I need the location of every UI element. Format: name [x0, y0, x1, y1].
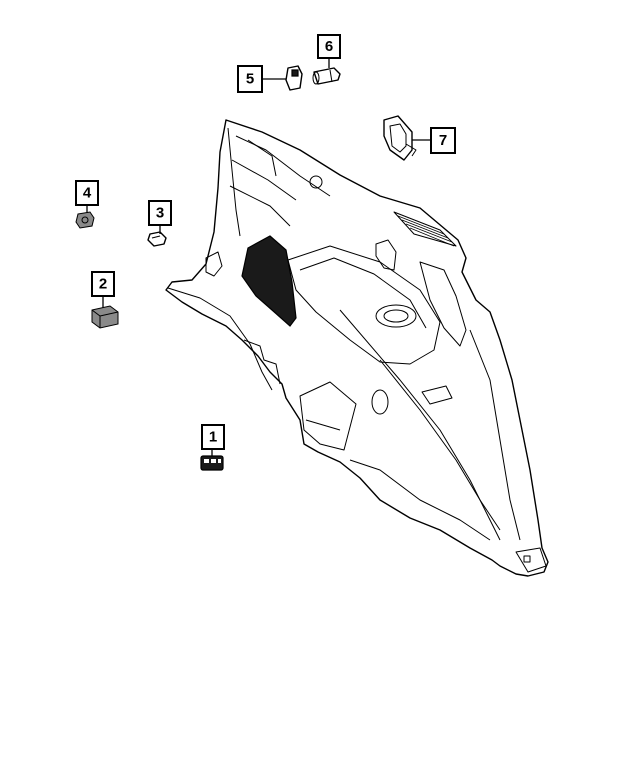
part-5-fastener [285, 65, 303, 91]
svg-text:5: 5 [246, 71, 254, 88]
quarter-trim-panel [165, 119, 549, 577]
callout-3: 3 [148, 200, 172, 226]
callout-5: 5 [237, 65, 263, 93]
callout-1: 1 [201, 424, 225, 450]
callout-4: 4 [75, 180, 99, 206]
part-1-switch [200, 455, 224, 471]
svg-text:3: 3 [156, 205, 164, 222]
callout-7: 7 [430, 127, 456, 154]
part-2-clip [91, 305, 119, 329]
part-7-bezel [383, 115, 417, 161]
part-4-clip [75, 211, 95, 229]
svg-text:2: 2 [99, 276, 107, 293]
svg-text:6: 6 [325, 38, 333, 55]
svg-text:7: 7 [439, 132, 447, 149]
callout-6: 6 [317, 34, 341, 59]
svg-text:4: 4 [83, 185, 92, 202]
part-6-plug [312, 67, 341, 85]
part-3-bracket [147, 231, 167, 247]
callout-2: 2 [91, 271, 115, 297]
svg-text:1: 1 [209, 429, 217, 446]
